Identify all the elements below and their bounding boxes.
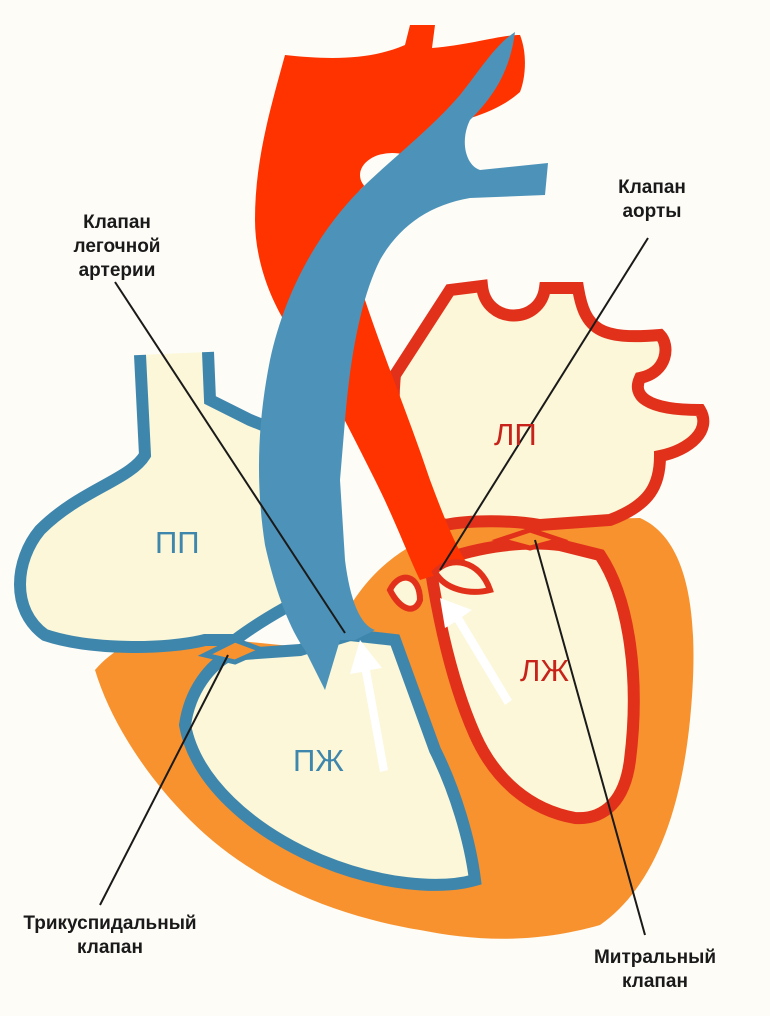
label-tricuspid-valve-line-2: клапан <box>77 937 143 958</box>
pulmonary-trunk <box>258 32 548 690</box>
label-pulmonary-valve-line-3: артерии <box>78 260 156 281</box>
aorta <box>255 25 525 580</box>
leader-pulmonary-valve <box>114 281 346 634</box>
label-tricuspid-valve: Трикуспидальный клапан <box>6 912 214 960</box>
left-atrium-cavity <box>387 279 710 532</box>
flow-arrow-left-ventricle <box>440 598 512 705</box>
label-pulmonary-valve: Клапан легочной артерии <box>48 211 186 283</box>
label-pulmonary-valve-line-1: Клапан <box>83 212 151 233</box>
aortic-valve-leaflet-2 <box>386 574 424 612</box>
label-aortic-valve-line-1: Клапан <box>618 177 686 198</box>
label-mitral-valve-line-1: Митральный <box>593 947 717 968</box>
chamber-label-right-ventricle: ПЖ <box>293 743 344 778</box>
right-ventricle-cavity <box>178 628 482 891</box>
flow-arrow-right-ventricle <box>350 640 388 772</box>
aortic-valve-leaflet-1 <box>431 559 494 595</box>
chamber-label-right-atrium: ПП <box>155 525 200 560</box>
label-aortic-valve-line-2: аорты <box>622 201 682 222</box>
label-mitral-valve-line-2: клапан <box>622 971 688 992</box>
label-pulmonary-valve-line-2: легочной <box>73 236 161 257</box>
leader-tricuspid-valve <box>99 654 229 906</box>
mitral-valve-leaflets <box>491 527 569 551</box>
leader-mitral-valve <box>534 539 646 936</box>
label-tricuspid-valve-line-1: Трикуспидальный <box>23 913 197 934</box>
right-atrium-cavity <box>14 351 307 653</box>
chamber-label-left-ventricle: ЛЖ <box>520 653 569 688</box>
label-mitral-valve: Митральный клапан <box>580 946 730 994</box>
chamber-label-left-atrium: ЛП <box>494 417 537 452</box>
leader-aortic-valve <box>439 237 649 571</box>
label-aortic-valve: Клапан аорты <box>592 176 712 224</box>
